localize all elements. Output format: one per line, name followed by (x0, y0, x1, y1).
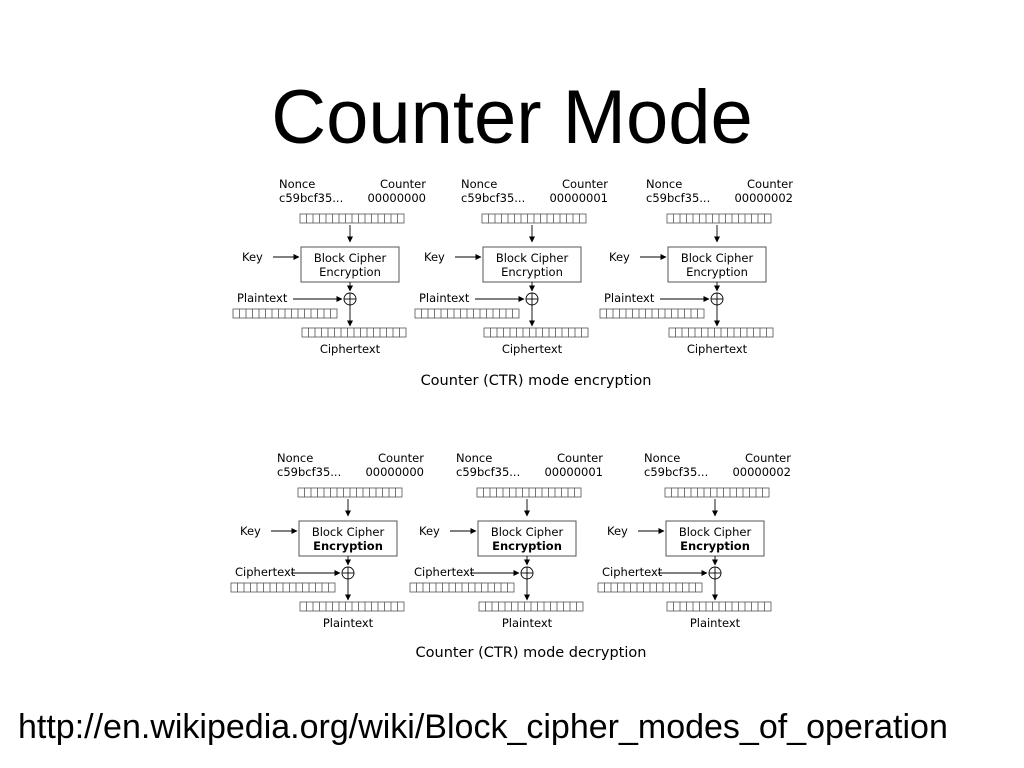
xor-icon (708, 566, 722, 580)
nonce-counter-block (664, 487, 770, 498)
nonce-value: c59bcf35... (456, 465, 520, 479)
input-label: Plaintext (604, 291, 655, 305)
key-label: Key (242, 250, 263, 264)
counter-label: Counter (557, 451, 603, 465)
xor-icon (341, 566, 355, 580)
encryption-label: Encryption (492, 539, 562, 553)
input-block (409, 582, 515, 593)
slide-title: Counter Mode (271, 75, 753, 160)
nonce-label: Nonce (644, 451, 680, 465)
nonce-counter-block (481, 213, 587, 224)
block-cipher-box (667, 246, 767, 283)
nonce-value: c59bcf35... (279, 191, 343, 205)
encryption-label: Encryption (680, 539, 750, 553)
counter-value: 00000001 (544, 465, 603, 479)
counter-value: 00000002 (734, 191, 793, 205)
xor-icon (343, 292, 357, 306)
input-block (599, 308, 705, 319)
counter-value: 00000001 (549, 191, 608, 205)
output-label: Ciphertext (320, 342, 381, 356)
output-block (301, 327, 407, 338)
block-cipher-box (665, 520, 765, 557)
counter-label: Counter (745, 451, 791, 465)
nonce-label: Nonce (461, 177, 497, 191)
output-label: Ciphertext (687, 342, 748, 356)
key-label: Key (424, 250, 445, 264)
nonce-counter-block (666, 213, 772, 224)
nonce-value: c59bcf35... (461, 191, 525, 205)
nonce-value: c59bcf35... (277, 465, 341, 479)
output-block (299, 601, 405, 612)
output-block (478, 601, 584, 612)
input-label: Plaintext (419, 291, 470, 305)
output-block (666, 601, 772, 612)
nonce-counter-block (299, 213, 405, 224)
block-cipher-box (300, 246, 400, 283)
output-block (668, 327, 774, 338)
output-block (483, 327, 589, 338)
block-cipher-label: Block Cipher (496, 251, 569, 265)
block-cipher-label: Block Cipher (681, 251, 754, 265)
counter-value: 00000000 (365, 465, 424, 479)
encryption-caption: Counter (CTR) mode encryption (421, 373, 652, 389)
block-cipher-label: Block Cipher (312, 525, 385, 539)
key-label: Key (609, 250, 630, 264)
encryption-label: Encryption (319, 265, 381, 279)
encryption-label: Encryption (686, 265, 748, 279)
nonce-label: Nonce (456, 451, 492, 465)
counter-label: Counter (562, 177, 608, 191)
nonce-label: Nonce (279, 177, 315, 191)
output-label: Plaintext (690, 616, 741, 630)
nonce-value: c59bcf35... (644, 465, 708, 479)
xor-icon (710, 292, 724, 306)
input-label: Ciphertext (414, 565, 475, 579)
block-cipher-label: Block Cipher (491, 525, 564, 539)
input-label: Plaintext (237, 291, 288, 305)
key-label: Key (607, 524, 628, 538)
counter-label: Counter (378, 451, 424, 465)
block-cipher-box (298, 520, 398, 557)
input-block (597, 582, 703, 593)
nonce-label: Nonce (277, 451, 313, 465)
xor-icon (520, 566, 534, 580)
xor-icon (525, 292, 539, 306)
key-label: Key (419, 524, 440, 538)
input-label: Ciphertext (602, 565, 663, 579)
counter-value: 00000002 (732, 465, 791, 479)
output-label: Ciphertext (502, 342, 563, 356)
nonce-value: c59bcf35... (646, 191, 710, 205)
nonce-counter-block (476, 487, 582, 498)
nonce-label: Nonce (646, 177, 682, 191)
encryption-label: Encryption (313, 539, 383, 553)
input-block (230, 582, 336, 593)
input-label: Ciphertext (235, 565, 296, 579)
encryption-label: Encryption (501, 265, 563, 279)
source-url[interactable]: http://en.wikipedia.org/wiki/Block_ciphe… (18, 708, 948, 746)
output-label: Plaintext (502, 616, 553, 630)
counter-value: 00000000 (367, 191, 426, 205)
block-cipher-box (482, 246, 582, 283)
decryption-caption: Counter (CTR) mode decryption (416, 645, 647, 661)
counter-label: Counter (380, 177, 426, 191)
block-cipher-label: Block Cipher (314, 251, 387, 265)
input-block (232, 308, 338, 319)
output-label: Plaintext (323, 616, 374, 630)
input-block (414, 308, 520, 319)
key-label: Key (240, 524, 261, 538)
block-cipher-label: Block Cipher (679, 525, 752, 539)
block-cipher-box (477, 520, 577, 557)
counter-label: Counter (747, 177, 793, 191)
nonce-counter-block (297, 487, 403, 498)
